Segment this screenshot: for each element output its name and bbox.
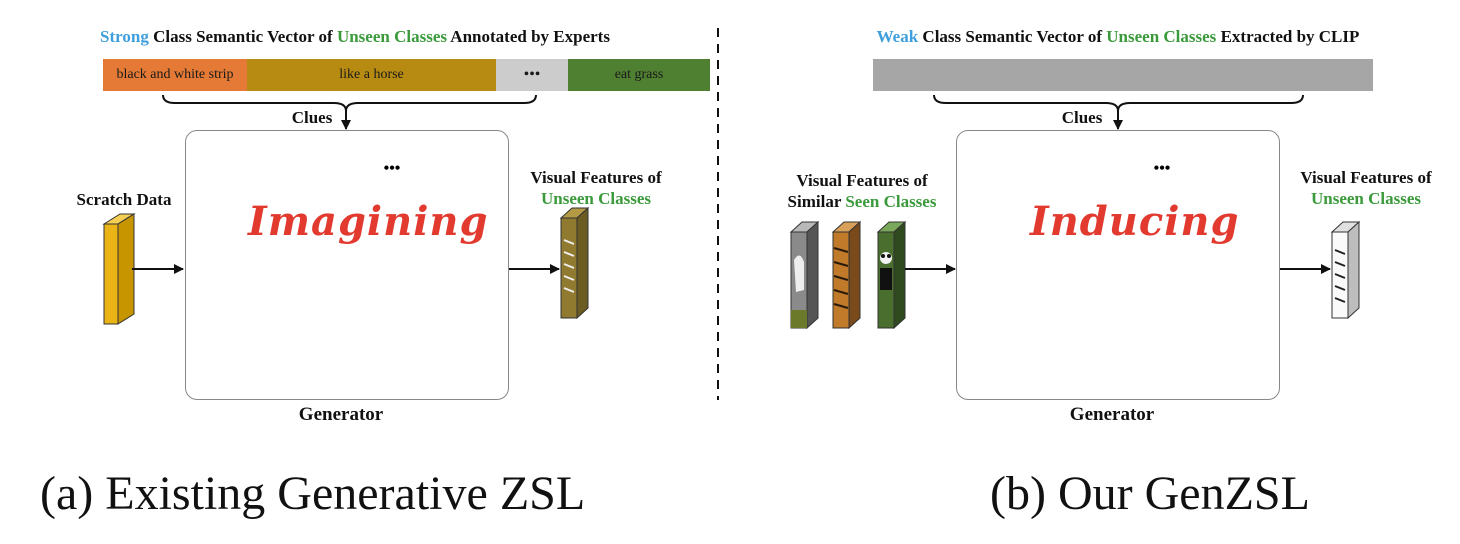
semantic-segment-1: black and white strip <box>103 59 247 91</box>
output-feature-block-a <box>559 206 590 320</box>
input-label-b-line1: Visual Features of <box>796 171 928 190</box>
generator-box-b <box>956 130 1280 400</box>
header-b: Weak Class Semantic Vector of Unseen Cla… <box>838 27 1398 47</box>
output-feature-block-b <box>1330 220 1361 320</box>
input-label-a: Scratch Data <box>76 190 172 209</box>
header-a-unseen: Unseen Classes <box>336 27 447 46</box>
ellipsis-b: ••• <box>1153 160 1171 177</box>
caption-a: (a) Existing Generative ZSL <box>40 467 586 520</box>
scratch-data-block <box>102 213 136 325</box>
verb-imagining: Imagining <box>248 198 489 245</box>
input-label-b-similar: Similar <box>787 192 846 211</box>
clues-label-b: Clues <box>1061 108 1103 127</box>
output-label-b-line1: Visual Features of <box>1300 168 1432 187</box>
header-a-strong: Strong <box>100 27 149 46</box>
semantic-segment-2: like a horse <box>247 59 496 91</box>
seen-feature-block-2 <box>831 220 862 330</box>
output-label-a-line1: Visual Features of <box>530 168 662 187</box>
header-a-post: Annotated by Experts <box>447 27 610 46</box>
header-b-weak: Weak <box>876 27 919 46</box>
generator-label-a: Generator <box>298 404 384 425</box>
semantic-vector-b <box>873 59 1373 91</box>
header-a: Strong Class Semantic Vector of Unseen C… <box>60 27 650 47</box>
semantic-segment-4: eat grass <box>568 59 710 91</box>
generator-label-b: Generator <box>1069 404 1155 425</box>
semantic-segment-3: ••• <box>496 59 568 91</box>
clues-bracket-a <box>162 94 537 112</box>
seen-feature-block-3 <box>876 220 907 330</box>
verb-inducing: Inducing <box>1030 198 1240 245</box>
clues-label-a: Clues <box>291 108 333 127</box>
output-label-b: Visual Features of Unseen Classes <box>1286 167 1446 209</box>
header-b-pre: Class Semantic Vector of <box>918 27 1107 46</box>
seen-feature-block-1 <box>789 220 820 330</box>
input-label-b-seen: Seen Classes <box>845 192 937 211</box>
ellipsis-a: ••• <box>383 160 401 177</box>
output-label-a-line2: Unseen Classes <box>540 189 652 208</box>
header-a-pre: Class Semantic Vector of <box>148 27 337 46</box>
output-label-a: Visual Features of Unseen Classes <box>516 167 676 209</box>
input-label-b: Visual Features of Similar Seen Classes <box>770 170 954 212</box>
clues-bracket-b <box>933 94 1304 112</box>
semantic-vector-a: black and white strip like a horse ••• e… <box>103 59 710 91</box>
generator-box-a <box>185 130 509 400</box>
caption-b: (b) Our GenZSL <box>990 467 1310 520</box>
header-b-unseen: Unseen Classes <box>1106 27 1217 46</box>
header-b-post: Extracted by CLIP <box>1216 27 1360 46</box>
output-label-b-line2: Unseen Classes <box>1310 189 1422 208</box>
